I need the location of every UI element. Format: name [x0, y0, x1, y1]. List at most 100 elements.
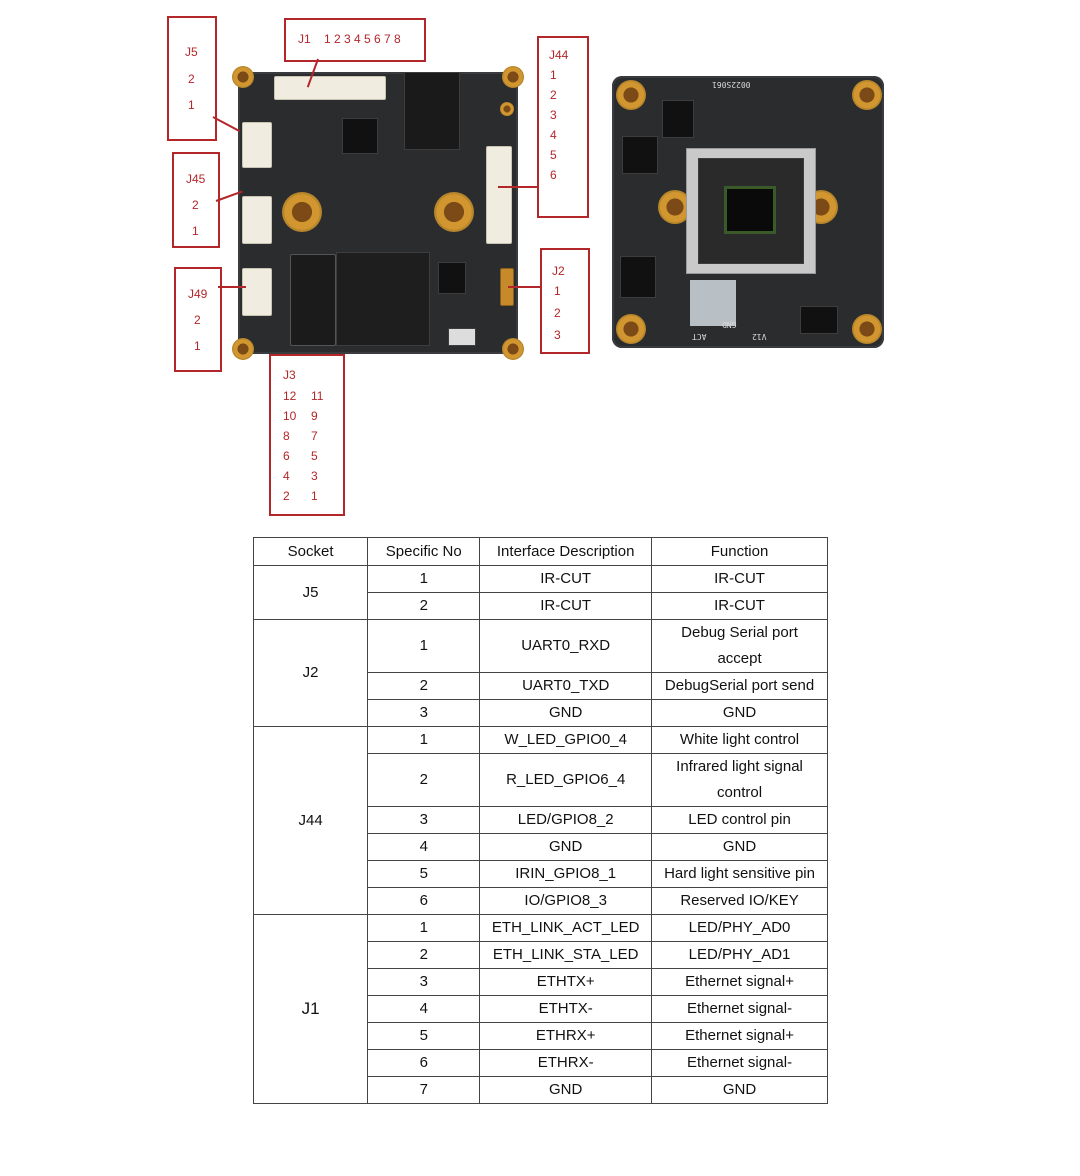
table-row: 2 ETH_LINK_STA_LED LED/PHY_AD1 [254, 941, 828, 969]
column-header: Function [651, 537, 828, 566]
pin-number-cell: 3 [367, 968, 481, 996]
ic-chip [800, 306, 838, 334]
callout-pin: 1 [194, 339, 201, 353]
sensor-die [724, 186, 776, 234]
pin-number-cell: 4 [367, 833, 481, 861]
mount-hole [502, 338, 524, 360]
callout-pin: 5 [550, 148, 557, 162]
rear-board-code: 0022S061 [712, 80, 751, 89]
function-cell: GND [651, 833, 828, 861]
function-cell: GND [651, 699, 828, 727]
mount-hole [852, 80, 882, 110]
pin-number-cell: 2 [367, 941, 481, 969]
pin-number-cell: 5 [367, 860, 481, 888]
interface-cell: UART0_TXD [479, 672, 653, 700]
table-row: 6 ETHRX- Ethernet signal- [254, 1049, 828, 1077]
callout-pin: 6 [283, 449, 290, 463]
ic-chip [342, 118, 378, 154]
soc-chip [336, 252, 430, 346]
function-cell: Ethernet signal+ [651, 1022, 828, 1050]
interface-cell: GND [479, 1076, 653, 1104]
callout-leader [498, 186, 538, 188]
callout-j1: J1 1 2 3 4 5 6 7 8 [284, 18, 426, 62]
callout-pin: 12 [283, 389, 297, 403]
column-header: Interface Description [479, 537, 653, 566]
table-row: 3 GND GND [254, 699, 828, 727]
table-row: 4 ETHTX- Ethernet signal- [254, 995, 828, 1023]
function-cell: IR-CUT [651, 592, 828, 620]
j49-connector [242, 268, 272, 316]
j45-connector [242, 196, 272, 244]
j44-connector [486, 146, 512, 244]
socket-cell: J2 [252, 619, 369, 727]
ethernet-transformer-chip [404, 72, 460, 150]
callout-label: J45 [186, 172, 206, 186]
crystal [448, 328, 476, 346]
mount-hole [616, 314, 646, 344]
interface-cell: LED/GPIO8_2 [479, 806, 653, 834]
callout-j3: J3 12 11 10 9 8 7 6 5 4 3 2 1 [269, 354, 345, 516]
function-cell: Infrared light signal control [651, 753, 828, 807]
pin-number-cell: 1 [367, 914, 481, 942]
socket-cell: J5 [252, 565, 369, 620]
callout-pin: 2 [554, 306, 561, 320]
mount-hole [434, 192, 474, 232]
callout-pin: 1 [192, 224, 199, 238]
table-header-row: Socket Specific No Interface Description… [252, 537, 828, 566]
callout-pin: 9 [311, 409, 318, 423]
interface-cell: IR-CUT [479, 592, 653, 620]
interface-cell: IRIN_GPIO8_1 [479, 860, 653, 888]
callout-label: J49 [188, 287, 208, 301]
pin-number-cell: 3 [367, 699, 481, 727]
callout-pin: 1 [188, 98, 195, 112]
pin-number-cell: 1 [367, 726, 481, 754]
rear-pin-label: GND [722, 320, 737, 329]
callout-j2: J2 1 2 3 [540, 248, 590, 354]
rear-board: 0022S061 GND ACT V12 [612, 76, 884, 348]
ic-chip [620, 256, 656, 298]
callout-pin: 3 [311, 469, 318, 483]
callout-pin: 3 [550, 108, 557, 122]
callout-label: J3 [283, 368, 296, 382]
column-header: Socket [252, 537, 369, 566]
pin-number-cell: 3 [367, 806, 481, 834]
callout-pin: 2 [188, 72, 195, 86]
callout-pin: 4 [283, 469, 290, 483]
callout-pin: 4 [550, 128, 557, 142]
via-pad [500, 102, 514, 116]
mount-hole [616, 80, 646, 110]
interface-cell: GND [479, 833, 653, 861]
callout-pin: 8 [283, 429, 290, 443]
ic-chip [438, 262, 466, 294]
function-cell: Debug Serial port accept [651, 619, 828, 673]
pinout-table: Socket Specific No Interface Description… [252, 537, 828, 1104]
callout-pin: 11 [311, 389, 324, 403]
table-row: 2 UART0_TXD DebugSerial port send [254, 672, 828, 700]
function-cell: Hard light sensitive pin [651, 860, 828, 888]
table-row: J2 1 UART0_RXD Debug Serial port accept [252, 619, 828, 727]
function-cell: GND [651, 1076, 828, 1104]
callout-pin: 3 [554, 328, 561, 342]
function-cell: Reserved IO/KEY [651, 887, 828, 915]
interface-cell: GND [479, 699, 653, 727]
j1-connector [274, 76, 386, 100]
callout-label: J1 [298, 32, 311, 46]
table-row: J1 1 ETH_LINK_ACT_LED LED/PHY_AD0 [252, 914, 828, 1104]
function-cell: DebugSerial port send [651, 672, 828, 700]
callout-pin: 7 [311, 429, 318, 443]
pin-number-cell: 5 [367, 1022, 481, 1050]
function-cell: Ethernet signal- [651, 995, 828, 1023]
interface-cell: R_LED_GPIO6_4 [479, 753, 653, 807]
mount-hole [232, 338, 254, 360]
table-row: 6 IO/GPIO8_3 Reserved IO/KEY [254, 887, 828, 915]
callout-pin: 2 [194, 313, 201, 327]
pcb-figure: 0022S061 GND ACT V12 J5 2 1 J1 1 2 3 4 5… [0, 0, 1080, 530]
pin-number-cell: 1 [367, 619, 481, 673]
callout-pin: 2 [192, 198, 199, 212]
function-cell: Ethernet signal+ [651, 968, 828, 996]
interface-cell: ETH_LINK_STA_LED [479, 941, 653, 969]
function-cell: White light control [651, 726, 828, 754]
rear-pin-label: ACT [692, 332, 707, 341]
rear-pin-label: V12 [752, 332, 767, 341]
pin-number-cell: 1 [367, 565, 481, 593]
